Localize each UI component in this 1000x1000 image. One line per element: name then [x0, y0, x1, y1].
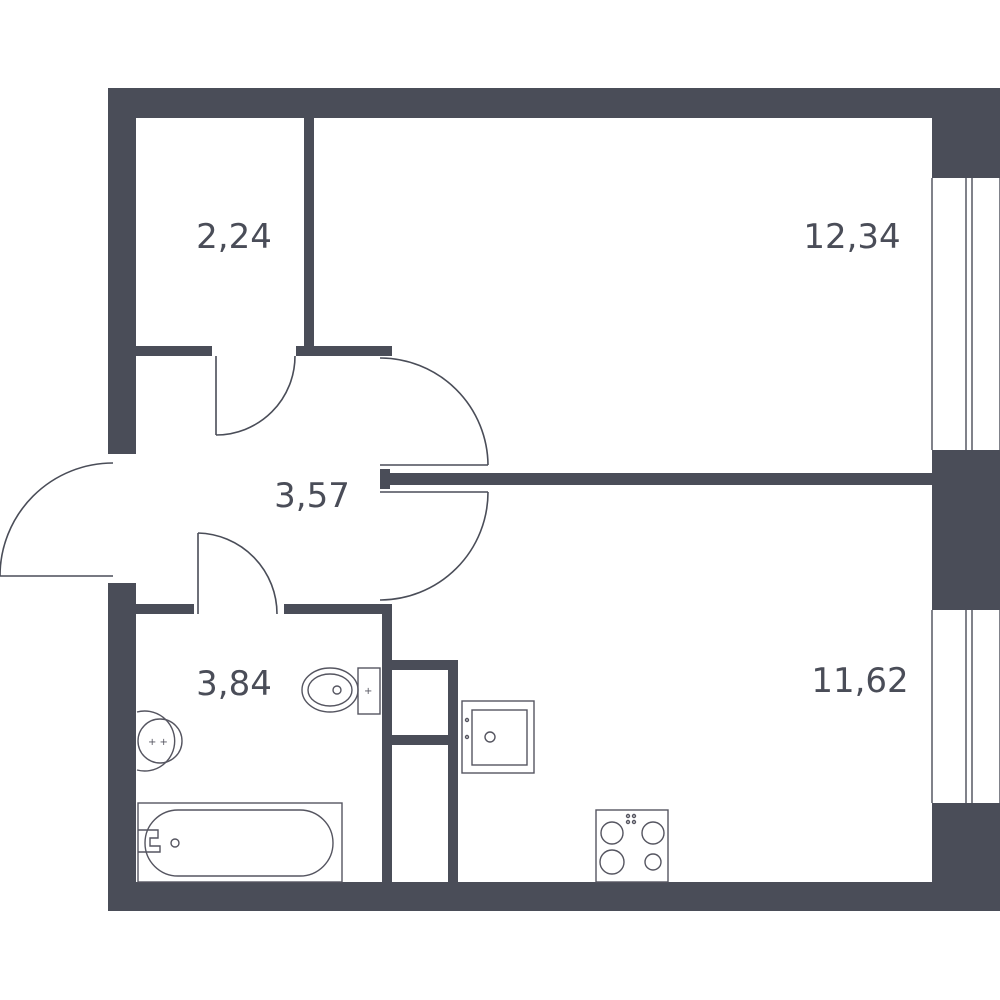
flush-icon: +	[364, 686, 372, 697]
wall-end	[380, 469, 390, 489]
shaft-wall-top	[392, 660, 458, 670]
interior-walls	[136, 118, 932, 882]
bedroom-area-label: 12,34	[803, 217, 900, 257]
bath-kitchen-wall	[382, 604, 392, 882]
drain-icon	[484, 731, 496, 743]
top-wall	[108, 88, 1000, 118]
bathroom-door	[197, 532, 278, 615]
exterior-walls	[108, 88, 1000, 911]
bathtub	[137, 802, 343, 883]
bedroom-door	[379, 357, 489, 466]
hallway-area-label: 3,57	[274, 476, 350, 516]
bathroom-area-label: 3,84	[196, 664, 272, 704]
bath-wall-left	[136, 604, 194, 614]
tap-icon: + +	[148, 737, 168, 748]
kitchen-sink	[461, 700, 535, 774]
right-wall-middle	[932, 450, 1000, 610]
storage-area-label: 2,24	[196, 217, 272, 257]
window-lower	[931, 610, 1000, 803]
left-wall-upper	[108, 88, 136, 454]
kitchen-door	[379, 491, 489, 601]
doors	[0, 355, 489, 615]
faucet-icon	[138, 829, 161, 853]
kitchen-living-area-label: 11,62	[811, 661, 908, 701]
stove	[595, 809, 669, 883]
storage-bedroom-wall	[304, 118, 314, 356]
bedroom-kitchen-wall	[380, 473, 932, 485]
bottom-wall	[108, 882, 932, 911]
drain-icon	[170, 838, 180, 848]
sink: + +	[136, 710, 183, 772]
bedroom-wall-hall	[296, 346, 392, 356]
entrance-door	[0, 462, 114, 577]
storage-wall-left	[136, 346, 212, 356]
right-wall-bottom	[932, 803, 1000, 911]
right-wall-top	[932, 88, 1000, 178]
shaft-wall-middle	[392, 735, 458, 745]
bath-wall-right	[284, 604, 392, 614]
storage-door	[215, 355, 296, 436]
left-wall-lower	[108, 583, 136, 911]
window-upper	[931, 178, 1000, 450]
shaft-wall-right	[448, 660, 458, 882]
toilet: +	[301, 667, 381, 715]
